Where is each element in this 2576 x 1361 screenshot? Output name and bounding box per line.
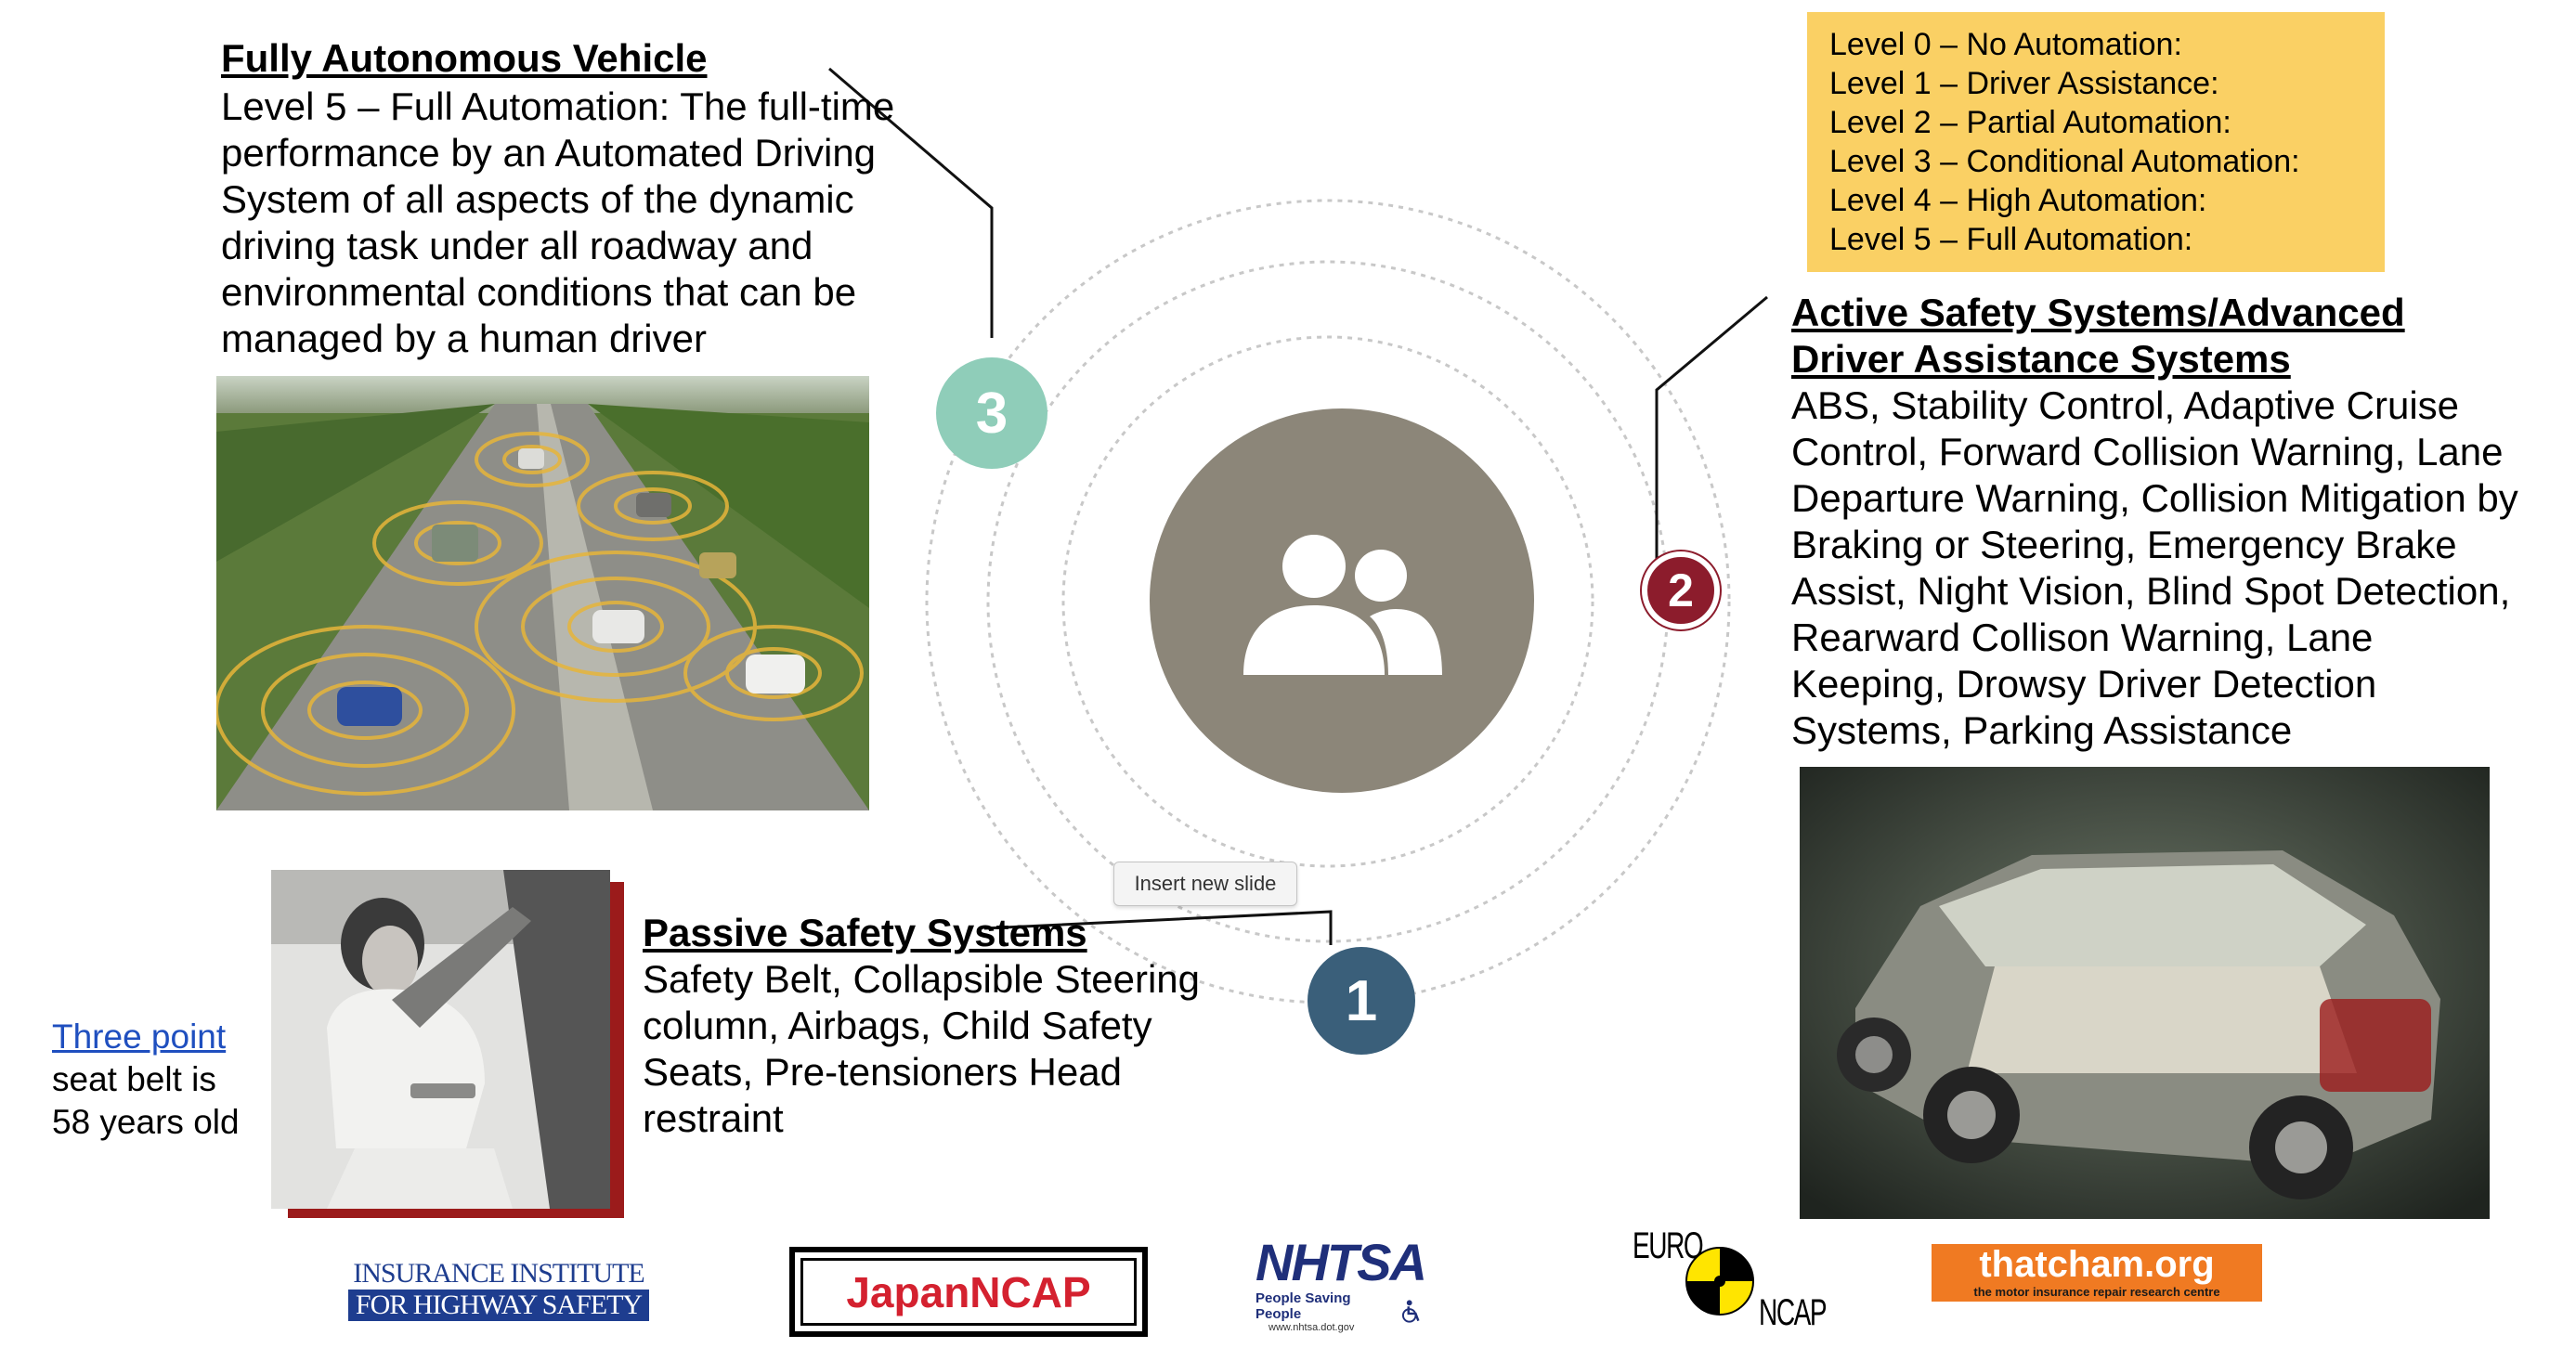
marker-three[interactable]: 3 (936, 357, 1047, 469)
euro-text: EURO (1633, 1225, 1704, 1266)
wheelchair-icon (1401, 1300, 1420, 1323)
nhtsa-url: www.nhtsa.dot.gov (1268, 1322, 1355, 1333)
active-safety-body: ABS, Stability Control, Adaptive Cruise … (1791, 383, 2518, 752)
car-cutaway-photo[interactable] (1800, 767, 2490, 1219)
level-item: Level 4 – High Automation: (1829, 183, 2207, 218)
orbit-ring-inner (1061, 335, 1594, 868)
marker-one[interactable]: 1 (1308, 947, 1415, 1055)
orbit-ring-outer (925, 199, 1731, 1005)
marker-two[interactable]: 2 (1642, 551, 1720, 629)
connector-line-2 (1655, 295, 1768, 566)
active-safety-title-line1: Active Safety Systems/Advanced (1791, 291, 2405, 334)
japan-ncap-text: JapanNCAP (846, 1267, 1091, 1316)
nhtsa-tagline: People Saving People (1255, 1290, 1351, 1322)
level-item: Level 0 – No Automation: (1829, 27, 2182, 62)
nhtsa-logo: NHTSA People Saving People www.nhtsa.dot… (1255, 1233, 1427, 1334)
autonomous-body: Level 5 – Full Automation: The full-time… (221, 84, 895, 360)
ncap-text: NCAP (1759, 1292, 1828, 1333)
automation-levels-box: Level 0 – No Automation: Level 1 – Drive… (1807, 12, 2385, 272)
thatcham-tagline: the motor insurance repair research cent… (1973, 1285, 2220, 1299)
iihs-logo: INSURANCE INSTITUTE FOR HIGHWAY SAFETY (348, 1257, 649, 1322)
level-item: Level 2 – Partial Automation: (1829, 105, 2231, 140)
euro-ncap-logo: EURO NCAP (1623, 1222, 1828, 1339)
connector-line-1 (983, 910, 1333, 945)
center-circle[interactable] (1150, 408, 1534, 793)
thatcham-text: thatcham.org (1979, 1244, 2215, 1285)
seatbelt-note-line2: seat belt is (52, 1060, 216, 1098)
highway-illustration (216, 376, 869, 810)
passive-safety-title: Passive Safety Systems (643, 911, 1087, 954)
crash-target-icon (1685, 1247, 1754, 1316)
seatbelt-woman-photo[interactable] (271, 870, 610, 1209)
level-item: Level 5 – Full Automation: (1829, 222, 2193, 257)
three-point-link[interactable]: Three point (52, 1018, 227, 1056)
seatbelt-note-line3: 58 years old (52, 1103, 240, 1141)
car-illustration (1800, 767, 2490, 1219)
thatcham-logo: thatcham.org the motor insurance repair … (1932, 1244, 2262, 1302)
japan-ncap-logo: JapanNCAP (789, 1247, 1148, 1337)
connector-line-3 (828, 67, 994, 338)
people-icon (1243, 535, 1442, 675)
iihs-line2: FOR HIGHWAY SAFETY (348, 1290, 649, 1321)
nhtsa-text: NHTSA (1255, 1233, 1427, 1291)
active-safety-title-line2: Driver Assistance Systems (1791, 337, 2291, 381)
iihs-line1: INSURANCE INSTITUTE (353, 1258, 644, 1289)
seatbelt-illustration (271, 870, 610, 1209)
autonomous-highway-photo[interactable] (216, 376, 869, 810)
seatbelt-note: Three point seat belt is 58 years old (52, 1016, 240, 1144)
active-safety-title: Active Safety Systems/Advanced Driver As… (1791, 290, 2534, 382)
autonomous-title: Fully Autonomous Vehicle (221, 36, 708, 80)
passive-safety-body: Safety Belt, Collapsible Steering column… (643, 957, 1200, 1140)
level-item: Level 3 – Conditional Automation: (1829, 144, 2300, 179)
insert-slide-tooltip: Insert new slide (1113, 862, 1297, 906)
level-item: Level 1 – Driver Assistance: (1829, 66, 2219, 101)
